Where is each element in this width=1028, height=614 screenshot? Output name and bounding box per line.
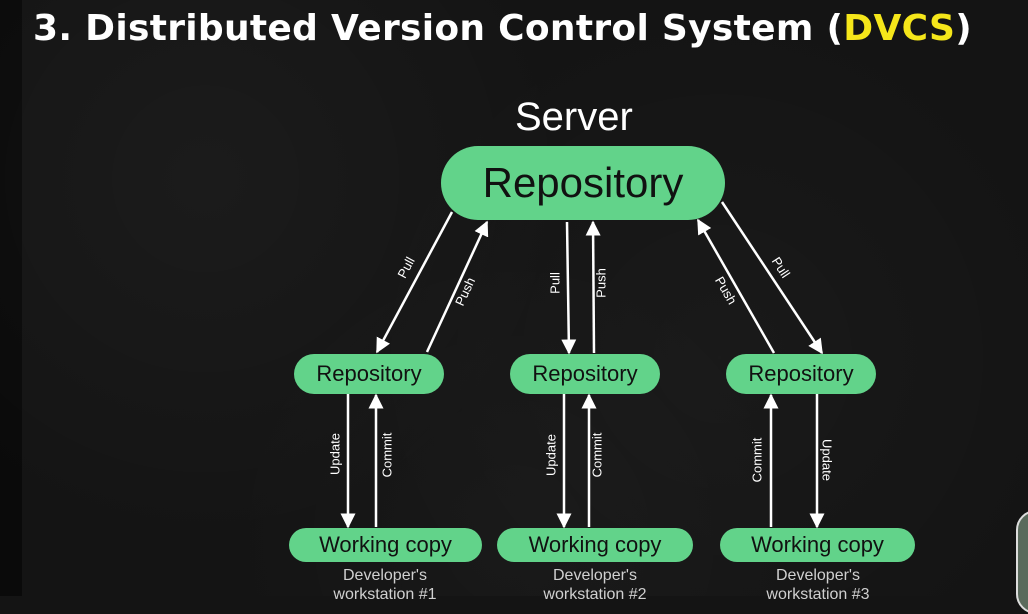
ws1-pull-arrow <box>375 211 454 354</box>
title-suffix: ) <box>955 8 972 49</box>
left-edge-band <box>0 0 22 596</box>
ws1-commit-label: Commit <box>379 432 394 477</box>
ws1-push-label: Push <box>452 275 478 308</box>
ws1-pull-label: Pull <box>394 254 417 280</box>
workstation-1-working-copy-node: Working copy <box>289 528 482 562</box>
title-highlight: DVCS <box>843 8 956 49</box>
ws2-pull-arrow <box>561 221 577 355</box>
workstation-2-repository-node: Repository <box>510 354 660 394</box>
arrows-layer: Pull Push Pull Push Push Pull Update Com… <box>327 201 835 529</box>
ws2-commit-label: Commit <box>589 432 604 477</box>
ws1-push-arrow <box>425 220 489 353</box>
ws3-update-label: Update <box>820 439 835 481</box>
server-repository-node: Repository <box>441 146 725 220</box>
workstation-2-developer-label: Developer's <box>553 567 637 584</box>
ws1-update-label: Update <box>327 433 342 475</box>
ws2-push-arrow <box>585 220 601 354</box>
ws2-update-label: Update <box>543 434 558 476</box>
ws2-pull-label: Pull <box>547 272 562 294</box>
workstation-3-working-copy-node: Working copy <box>720 528 915 562</box>
presenter-thumbnail <box>1016 510 1028 614</box>
workstation-1-repository-node: Repository <box>294 354 444 394</box>
workstation-1-developer-label: Developer's <box>343 567 427 584</box>
ws2-push-label: Push <box>593 268 608 298</box>
background-texture <box>0 0 1028 596</box>
ws3-push-label: Push <box>712 274 740 307</box>
slide-title: 3. Distributed Version Control System (D… <box>33 8 972 49</box>
title-prefix: 3. Distributed Version Control System ( <box>33 8 844 49</box>
ws3-pull-arrow <box>720 201 824 355</box>
ws3-push-arrow <box>696 218 776 354</box>
server-label: Server <box>515 95 633 139</box>
workstation-2-working-copy-node: Working copy <box>497 528 693 562</box>
ws3-commit-label: Commit <box>749 437 764 482</box>
workstation-3-developer-label: Developer's <box>776 567 860 584</box>
workstation-3-repository-node: Repository <box>726 354 876 394</box>
